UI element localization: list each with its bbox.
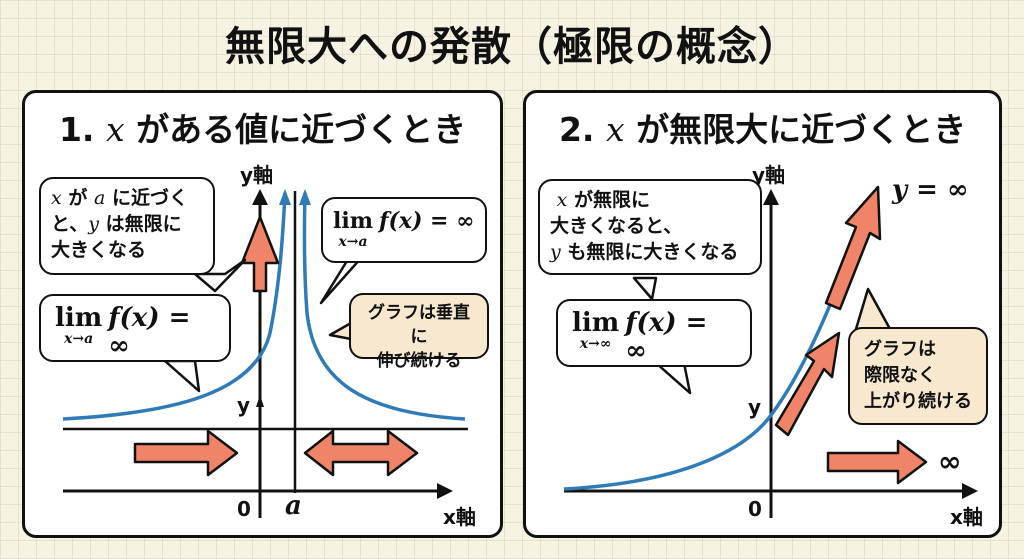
x-axis-arrow-icon <box>962 483 978 499</box>
panel2-explain-bubble: x が無限に 大きくなると、 y も無限に大きくなる <box>538 179 762 275</box>
panel1-x-axis-label: x軸 <box>443 505 476 529</box>
panel2-title: 2. x が無限大に近づくとき <box>526 103 999 151</box>
panel2-title-text: が無限大に近づくとき <box>636 110 967 149</box>
panel2-var: x <box>605 110 625 149</box>
panel1-title: 1. x がある値に近づくとき <box>25 103 500 151</box>
y-axis-arrow-icon <box>763 189 779 205</box>
x-axis-arrow-icon <box>437 483 453 499</box>
panel1-y-axis-label: y軸 <box>240 163 274 187</box>
up-arrow-icon <box>240 215 280 293</box>
panel1-var: x <box>105 110 125 149</box>
page-title: 無限大への発散（極限の概念） <box>225 24 799 70</box>
panel1-number: 1. <box>58 110 95 149</box>
panel2-number: 2. <box>558 110 595 149</box>
y-infinity-label: y = ∞ <box>892 175 969 205</box>
double-arrow-icon <box>303 429 419 477</box>
panel-approach-value: 1. x がある値に近づくとき y軸 y 0 a x軸 <box>22 90 503 538</box>
curve-right <box>302 192 466 421</box>
panel1-y-small-label: y <box>237 393 251 417</box>
panel1-graph <box>62 189 468 518</box>
panel2-y-small-label: y <box>748 395 762 419</box>
x-infinity-label: ∞ <box>938 445 962 478</box>
panel1-origin-label: 0 <box>237 497 251 521</box>
curve-arrow-lower-icon <box>774 331 841 437</box>
panel-approach-infinity: 2. x が無限大に近づくとき y軸 y 0 x軸 y = ∞ ∞ x が無限に… <box>523 90 1002 538</box>
panel1-explain-bubble: x が a に近づく と、y は無限に 大きくなる <box>39 177 215 275</box>
panel2-origin-label: 0 <box>748 497 762 521</box>
right-arrow-icon <box>133 429 239 477</box>
panel1-note-bubble: グラフは垂直に 伸び続ける <box>349 293 489 371</box>
curve-left <box>62 192 287 421</box>
right-arrow-icon <box>826 439 928 485</box>
panel1-title-text: がある値に近づくとき <box>136 110 467 149</box>
panel1-a-label: a <box>285 491 302 521</box>
panel2-graph <box>563 185 978 518</box>
curve-arrow-upper-icon <box>824 185 882 311</box>
y-axis-arrow-icon <box>252 189 268 205</box>
panel2-note-bubble: グラフは 際限なく 上がり続ける <box>848 327 988 425</box>
panel2-x-axis-label: x軸 <box>950 505 983 529</box>
